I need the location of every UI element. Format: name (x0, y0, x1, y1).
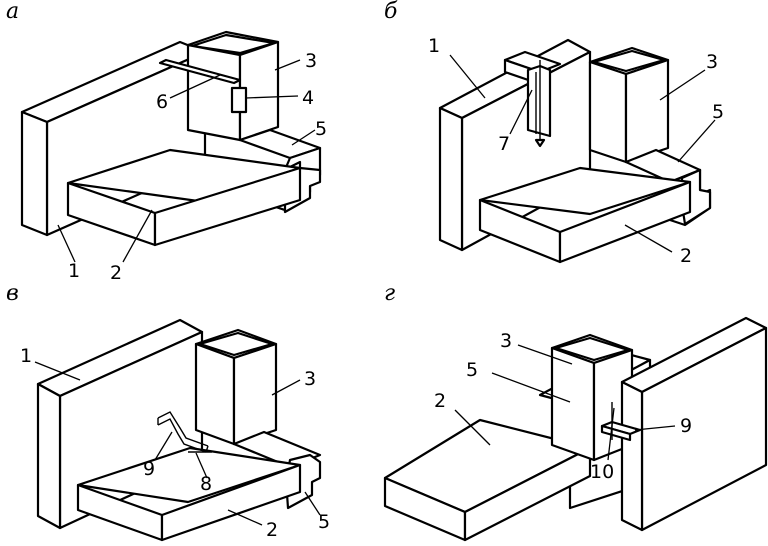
panel-b-letter: б (384, 0, 398, 24)
slab-b (478, 166, 692, 264)
label-v-9: 9 (143, 458, 155, 480)
label-g-2: 2 (434, 390, 446, 412)
label-b-3: 3 (706, 51, 718, 73)
label-b-1: 1 (428, 35, 440, 57)
column-b (588, 46, 670, 164)
label-a-5: 5 (315, 118, 327, 140)
label-g-3: 3 (500, 330, 512, 352)
slab-g (383, 418, 592, 542)
slab-v (76, 446, 302, 542)
label-a-3: 3 (305, 50, 317, 72)
clamp-a (158, 58, 248, 114)
label-v-3: 3 (304, 368, 316, 390)
panel-g: г (383, 281, 768, 542)
column-a (186, 30, 280, 142)
bracket-b (503, 50, 562, 148)
panel-g-letter: г (384, 281, 395, 306)
label-g-5: 5 (466, 359, 478, 381)
label-g-9: 9 (680, 415, 692, 437)
panel-v-letter: в (6, 281, 19, 306)
wall-g (620, 316, 768, 532)
label-b-5: 5 (712, 101, 724, 123)
panel-b: б (384, 0, 724, 267)
panel-a: а (6, 0, 327, 284)
label-v-2: 2 (266, 519, 278, 541)
slab-a (66, 148, 302, 247)
label-a-1: 1 (68, 260, 80, 282)
label-a-2: 2 (110, 262, 122, 284)
label-a-6: 6 (156, 91, 168, 113)
label-b-2: 2 (680, 245, 692, 267)
panel-a-letter: а (6, 0, 19, 24)
label-v-1: 1 (20, 345, 32, 367)
panel-v: в (6, 281, 330, 542)
label-g-10: 10 (590, 461, 614, 483)
label-v-8: 8 (200, 473, 212, 495)
column-v (194, 328, 278, 446)
column-g (550, 333, 634, 462)
anchor-v (157, 411, 212, 453)
label-v-5: 5 (318, 511, 330, 533)
label-a-4: 4 (302, 87, 314, 109)
label-b-7: 7 (498, 133, 510, 155)
